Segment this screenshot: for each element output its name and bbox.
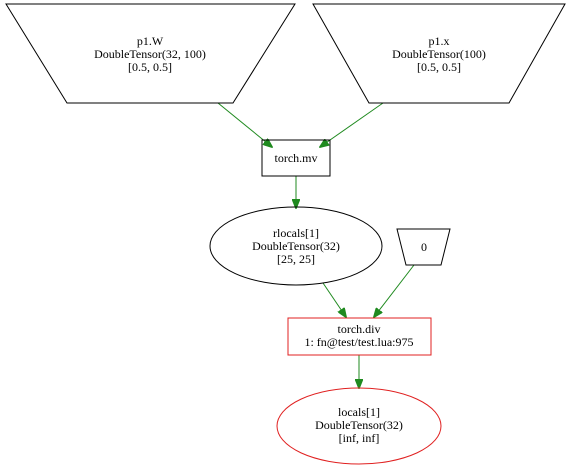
node-rlocals-1-name: rlocals[1] <box>273 226 319 240</box>
node-zero-label: 0 <box>421 240 427 254</box>
node-locals-1-range: [inf, inf] <box>339 431 380 445</box>
node-p1-w-shape <box>5 3 296 104</box>
node-zero: 0 <box>396 228 451 266</box>
node-rlocals-1-type: DoubleTensor(32) <box>252 239 340 253</box>
node-p1-x-shape <box>312 3 566 104</box>
node-torch-div-name: torch.div <box>338 322 381 336</box>
node-locals-1-shape <box>276 387 442 465</box>
node-p1-x-range: [0.5, 0.5] <box>417 60 461 74</box>
node-torch-mv-shape <box>261 139 331 177</box>
node-torch-mv-label: torch.mv <box>275 151 318 165</box>
node-rlocals-1: rlocals[1] DoubleTensor(32) [25, 25] <box>209 206 383 286</box>
node-p1-w: p1.W DoubleTensor(32, 100) [0.5, 0.5] <box>5 3 296 104</box>
node-locals-1: locals[1] DoubleTensor(32) [inf, inf] <box>276 387 442 465</box>
node-zero-shape <box>396 228 451 266</box>
node-locals-1-name: locals[1] <box>338 405 380 419</box>
node-torch-div-location: 1: fn@test/test.lua:975 <box>304 335 413 349</box>
node-p1-x: p1.x DoubleTensor(100) [0.5, 0.5] <box>312 3 566 104</box>
node-torch-div: torch.div 1: fn@test/test.lua:975 <box>287 317 432 356</box>
node-p1-w-name: p1.W <box>137 34 164 48</box>
node-p1-w-range: [0.5, 0.5] <box>128 60 172 74</box>
node-p1-x-name: p1.x <box>429 34 450 48</box>
node-p1-x-type: DoubleTensor(100) <box>392 47 486 61</box>
node-p1-w-type: DoubleTensor(32, 100) <box>94 47 206 61</box>
node-rlocals-1-range: [25, 25] <box>277 252 315 266</box>
node-torch-div-shape <box>287 317 432 356</box>
edge-rlocals-to-torch-div <box>322 282 346 317</box>
node-torch-mv: torch.mv <box>261 139 331 177</box>
edge-zero-to-torch-div <box>374 264 415 317</box>
node-locals-1-type: DoubleTensor(32) <box>315 418 403 432</box>
node-rlocals-1-shape <box>209 206 383 286</box>
